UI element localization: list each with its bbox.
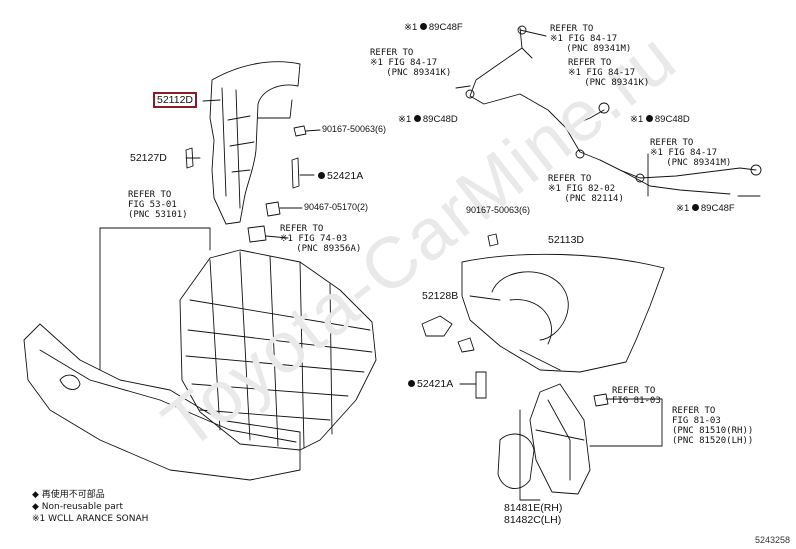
legend-line-2: ◆ Non-reusable part [32,502,123,512]
legend-line-3: ※1 WCLL ARANCE SONAH [32,514,149,524]
spacer-52421a [475,371,487,399]
bracket-52112d [209,61,301,225]
part-52421a-top[interactable]: 52421A [318,170,363,182]
reflector-81481e [529,383,591,495]
part-81481e[interactable]: 81481E(RH) [504,502,563,514]
refer-fig-81-03-top[interactable]: REFER TO FIG 81-03 [612,386,661,406]
refer-fig-82-02[interactable]: REFER TO ※1 FIG 82-02 (PNC 82114) [548,174,624,204]
fender-liner-52113d [461,253,665,373]
refer-fig-84-17-right[interactable]: REFER TO ※1 FIG 84-17 (PNC 89341M) [650,138,732,168]
refer-fig-74-03[interactable]: REFER TO ※1 FIG 74-03 (PNC 89356A) [280,224,362,254]
part-52127d[interactable]: 52127D [130,152,167,164]
part-52113d[interactable]: 52113D [548,234,585,246]
refer-fig-84-17-left[interactable]: REFER TO ※1 FIG 84-17 (PNC 89341K) [370,48,452,78]
part-90467[interactable]: 90467-05170(2) [304,202,369,212]
refer-fig-84-17-topright[interactable]: REFER TO ※1 FIG 84-17 (PNC 89341M) [550,24,632,54]
diagram-code: 5243258 [754,535,790,545]
refer-fig-53-01[interactable]: REFER TO FIG 53-01 (PNC 53101) [128,190,188,220]
cover-52128b [421,315,453,337]
bumper-support [179,249,377,451]
part-52421a-bottom[interactable]: 52421A [408,378,453,390]
part-89c48d-left[interactable]: ※1 89C48D [398,114,458,125]
legend-line-1: ◆ 再使用不可部品 [32,490,105,500]
clip-52127d [185,147,194,169]
part-89c48d-right[interactable]: ※1 89C48D [630,114,690,125]
refer-fig-81-03-right[interactable]: REFER TO FIG 81-03 (PNC 81510(RH)) (PNC … [672,406,754,446]
part-90167-b[interactable]: 90167-50063(6) [466,205,531,215]
legend: ◆ 再使用不可部品 ◆ Non-reusable part ※1 WCLL AR… [32,489,148,525]
part-90167-a[interactable]: 90167-50063(6) [322,124,387,134]
part-52112d[interactable]: 52112D [153,92,198,108]
part-81482c[interactable]: 81482C(LH) [504,514,562,526]
part-52128b[interactable]: 52128B [422,290,459,302]
part-89c48f-bottom[interactable]: ※1 89C48F [676,203,735,214]
refer-fig-84-17-mid[interactable]: REFER TO ※1 FIG 84-17 (PNC 89341K) [568,58,650,88]
bumper-cover [23,323,301,481]
part-89c48f-top[interactable]: ※1 89C48F [404,22,463,33]
reflector-cover [497,433,535,489]
